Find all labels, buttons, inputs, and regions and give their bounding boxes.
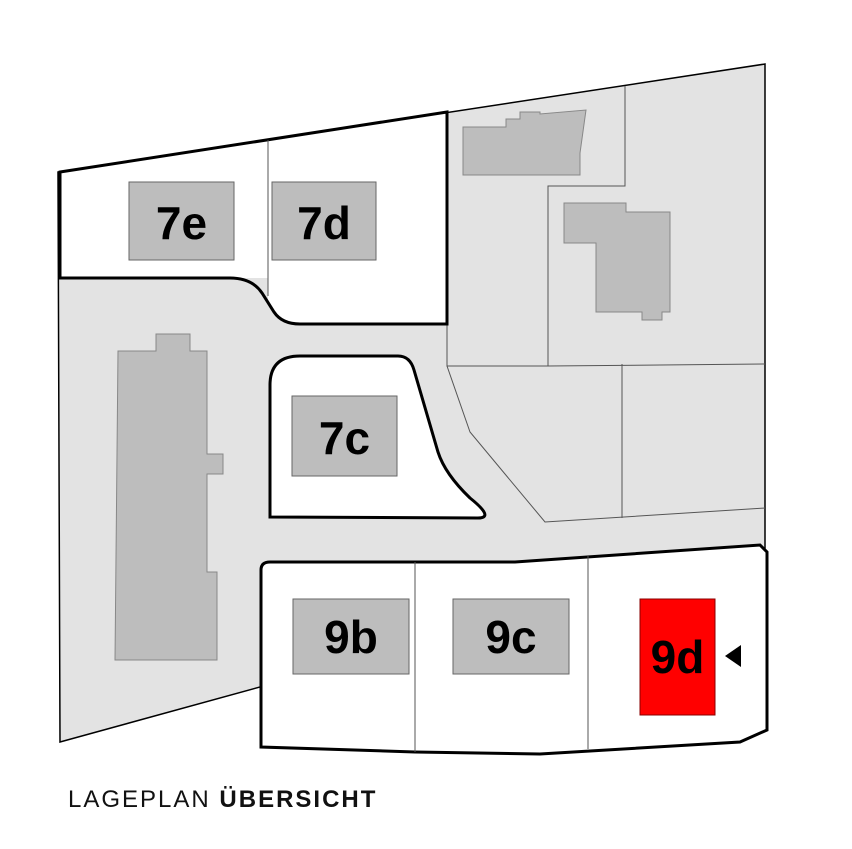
lot-9d[interactable]: 9d (639, 598, 716, 716)
building-footprint (452, 598, 570, 675)
lot-label: 9c (485, 611, 536, 663)
lot-label: 7c (319, 412, 370, 464)
lot-7e[interactable]: 7e (128, 181, 235, 261)
building-footprint (291, 395, 398, 477)
plan-caption: LAGEPLAN ÜBERSICHT (68, 786, 377, 814)
building-footprint-highlighted (639, 598, 716, 716)
lot-label: 9b (324, 611, 378, 663)
caption-light: LAGEPLAN (68, 786, 211, 813)
lot-9c[interactable]: 9c (452, 598, 570, 675)
lot-label: 9d (651, 631, 705, 683)
lot-label: 7e (156, 197, 207, 249)
building-footprint (128, 181, 235, 261)
lot-7c[interactable]: 7c (291, 395, 398, 477)
neighbour-parcels (446, 86, 766, 523)
lot-7d[interactable]: 7d (271, 181, 377, 261)
caption-bold: ÜBERSICHT (219, 786, 378, 813)
lot-label: 7d (297, 197, 351, 249)
existing-building-east (563, 202, 671, 321)
existing-building-west (114, 333, 224, 661)
lot-9b[interactable]: 9b (292, 598, 410, 675)
lot-7-block-outline (58, 110, 449, 326)
building-footprint (292, 598, 410, 675)
building-footprint (271, 181, 377, 261)
selected-lot-arrow-icon (725, 645, 741, 667)
existing-building-north (462, 109, 587, 176)
